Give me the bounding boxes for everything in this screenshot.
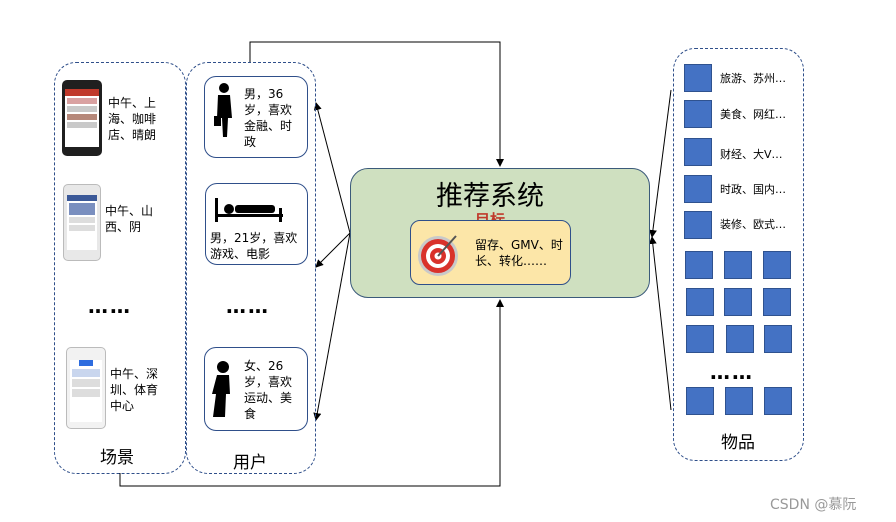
phone-icon-2 xyxy=(63,184,101,261)
users-panel xyxy=(186,62,316,474)
watermark: CSDN @慕阮 xyxy=(770,497,857,513)
items-panel xyxy=(673,48,804,461)
item-square xyxy=(763,251,791,279)
item-square xyxy=(684,64,712,92)
standing-man-icon xyxy=(214,83,232,137)
item-square xyxy=(724,288,752,316)
item-square xyxy=(724,251,752,279)
lying-person-icon xyxy=(215,198,283,222)
scenes-ellipsis: …… xyxy=(88,294,132,318)
item-square xyxy=(686,288,714,316)
item-square xyxy=(764,387,792,415)
items-ellipsis: …… xyxy=(710,360,754,384)
target-icon xyxy=(418,235,458,276)
user-text-3: 女、26岁，喜欢运动、美食 xyxy=(244,359,293,421)
scene-text-3: 中午、深圳、体育中心 xyxy=(110,367,159,413)
item-label-1: 旅游、苏州… xyxy=(720,72,786,85)
feedback-line-top xyxy=(249,41,504,167)
recommender-title: 推荐系统 xyxy=(436,181,544,212)
items-title: 物品 xyxy=(721,433,755,453)
item-label-3: 财经、大V… xyxy=(720,148,783,161)
item-label-4: 时政、国内… xyxy=(720,183,786,196)
item-square xyxy=(763,288,791,316)
item-label-5: 装修、欧式… xyxy=(720,218,786,231)
users-ellipsis: …… xyxy=(226,294,270,318)
user-text-1: 男，36岁，喜欢金融、时政 xyxy=(244,87,293,149)
item-square xyxy=(684,211,712,239)
arrow-to-user-1 xyxy=(313,102,351,234)
item-square xyxy=(684,175,712,203)
item-square xyxy=(686,325,714,353)
phone-icon-3 xyxy=(66,347,106,429)
woman-icon xyxy=(212,361,230,417)
goal-text: 留存、GMV、时长、转化…… xyxy=(475,238,563,268)
arrow-from-items-2 xyxy=(648,236,672,411)
scenes-panel xyxy=(54,62,186,474)
users-title: 用户 xyxy=(233,453,267,473)
item-label-2: 美食、网红… xyxy=(720,108,786,121)
item-square xyxy=(684,138,712,166)
scenes-title: 场景 xyxy=(100,448,134,468)
item-square xyxy=(684,100,712,128)
scene-text-2: 中午、山西、阴 xyxy=(105,204,154,234)
item-square xyxy=(764,325,792,353)
phone-icon-1 xyxy=(62,80,102,156)
item-square xyxy=(686,387,714,415)
arrow-to-user-2 xyxy=(315,232,351,268)
item-square xyxy=(725,387,753,415)
arrow-from-items-1 xyxy=(648,89,672,238)
user-text-2: 男，21岁，喜欢游戏、电影 xyxy=(210,231,298,261)
arrow-to-user-3 xyxy=(313,232,351,421)
scene-text-1: 中午、上海、咖啡店、晴朗 xyxy=(108,96,157,142)
feedback-line-bottom xyxy=(119,299,504,487)
user-card-2 xyxy=(205,183,308,265)
item-square xyxy=(726,325,754,353)
item-square xyxy=(685,251,713,279)
